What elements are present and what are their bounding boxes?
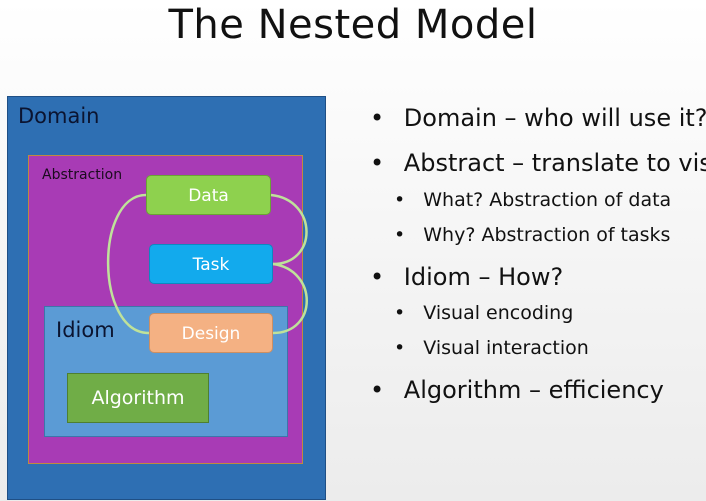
bullet-text: Idiom – How?: [403, 263, 564, 291]
idiom-label: Idiom: [56, 318, 115, 342]
bullet-marker: •: [370, 104, 385, 132]
bullet-text: Algorithm – efficiency: [403, 376, 664, 404]
abstraction-label: Abstraction: [42, 167, 123, 183]
bullet-item: • Idiom – How?: [370, 263, 563, 291]
domain-label: Domain: [18, 104, 100, 128]
slide-title: The Nested Model: [168, 2, 538, 48]
bullet-text: Visual encoding: [423, 302, 574, 324]
bullet-marker: •: [394, 189, 406, 211]
bullet-item: • Algorithm – efficiency: [370, 376, 664, 404]
bullet-text: Domain – who will use it?: [403, 104, 706, 132]
bullet-marker: •: [370, 376, 385, 404]
bullet-text: Abstract – translate to vis: [403, 149, 706, 177]
bullet-marker: •: [394, 224, 406, 246]
bullet-marker: •: [394, 302, 406, 324]
data-node: Data: [146, 175, 271, 215]
design-node: Design: [149, 313, 273, 353]
bullet-text: Visual interaction: [423, 337, 589, 359]
bullet-text: What? Abstraction of data: [423, 189, 672, 211]
sub-bullet-item: • Visual encoding: [394, 302, 573, 324]
sub-bullet-item: • Why? Abstraction of tasks: [394, 224, 670, 246]
sub-bullet-item: • Visual interaction: [394, 337, 589, 359]
algorithm-box: Algorithm: [67, 373, 209, 423]
sub-bullet-item: • What? Abstraction of data: [394, 189, 671, 211]
bullet-item: • Abstract – translate to vis: [370, 149, 706, 177]
bullet-item: • Domain – who will use it?: [370, 104, 706, 132]
bullet-marker: •: [370, 263, 385, 291]
bullet-marker: •: [394, 337, 406, 359]
task-node: Task: [149, 244, 273, 284]
bullet-marker: •: [370, 149, 385, 177]
bullet-text: Why? Abstraction of tasks: [423, 224, 671, 246]
